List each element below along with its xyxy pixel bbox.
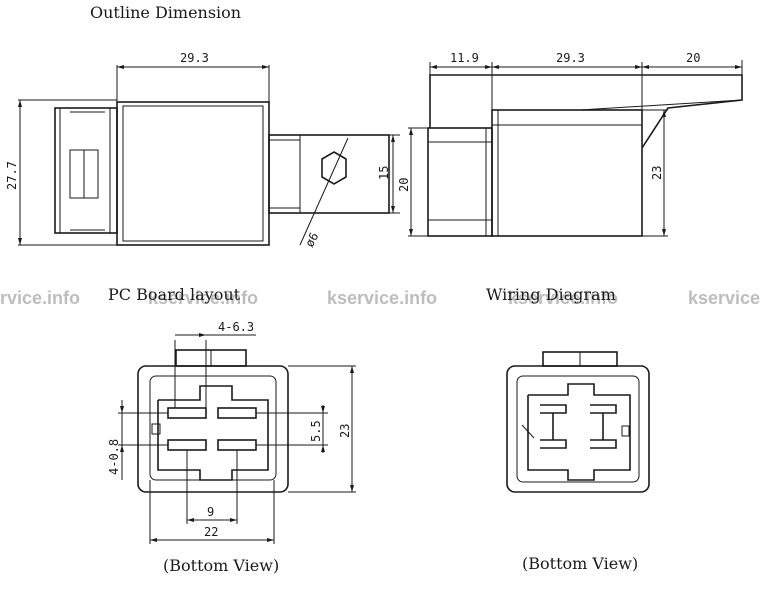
- wiring-title: Wiring Diagram: [486, 285, 616, 304]
- pcb-pin-2: [217, 407, 257, 419]
- dim-pcb-pin: 4-0.8: [107, 439, 121, 475]
- dim-pcb-height: 23: [338, 424, 352, 438]
- dim-front-width: 29.3: [180, 51, 209, 65]
- dim-side-body: 29.3: [556, 51, 585, 65]
- relay-body: [116, 101, 270, 246]
- connector-block: [54, 107, 118, 234]
- dim-side-height: 20: [397, 178, 411, 192]
- pcb-title: PC Board layout: [108, 285, 241, 304]
- wiring-diagram: [506, 351, 650, 493]
- wiring-marker: [621, 425, 630, 437]
- dim-pcb-pitch: 4-6.3: [218, 320, 254, 334]
- watermark-5: kservice: [688, 288, 760, 308]
- dim-diameter: ø6: [302, 230, 321, 249]
- side-body: [491, 109, 643, 237]
- dim-side-left: 11.9: [450, 51, 479, 65]
- wiring-pin-2: [590, 404, 617, 414]
- dim-pcb-spacing: 5.5: [309, 420, 323, 442]
- mounting-hole: [321, 151, 347, 185]
- wiring-pin-1: [540, 404, 567, 414]
- wiring-pin-4: [590, 439, 617, 449]
- bottom-view-right: (Bottom View): [522, 554, 638, 573]
- dim-side-tab: 20: [686, 51, 700, 65]
- pcb-pin-1: [167, 407, 207, 419]
- dim-side-right-height: 23: [650, 166, 664, 180]
- pcb-layout: 4-6.3 5.5 23 4-0.8 9 22: [107, 320, 356, 544]
- dim-front-height: 27.7: [5, 161, 19, 190]
- watermark-2: kservice.info: [148, 288, 258, 308]
- outline-title: Outline Dimension: [90, 3, 241, 22]
- wiring-pin-3: [540, 439, 567, 449]
- side-tab: [429, 74, 743, 149]
- watermark-3: kservice.info: [327, 288, 437, 308]
- side-view: 11.9 29.3 20 20 23: [397, 51, 743, 237]
- front-view: 29.3 27.7 15 ø6: [5, 51, 400, 249]
- dim-bracket-height: 15: [377, 166, 391, 180]
- pcb-marker: [151, 423, 161, 435]
- watermark-layer: rvice.info kservice.info kservice.info k…: [0, 288, 760, 308]
- watermark-4: kservice.info: [508, 288, 618, 308]
- mounting-bracket: [268, 134, 390, 214]
- dim-pcb-inner: 9: [207, 505, 214, 519]
- bottom-view-left: (Bottom View): [163, 556, 279, 575]
- pcb-pin-4: [217, 439, 257, 451]
- watermark-1: rvice.info: [0, 288, 80, 308]
- dim-pcb-outer: 22: [204, 525, 218, 539]
- pcb-pin-3: [167, 439, 207, 451]
